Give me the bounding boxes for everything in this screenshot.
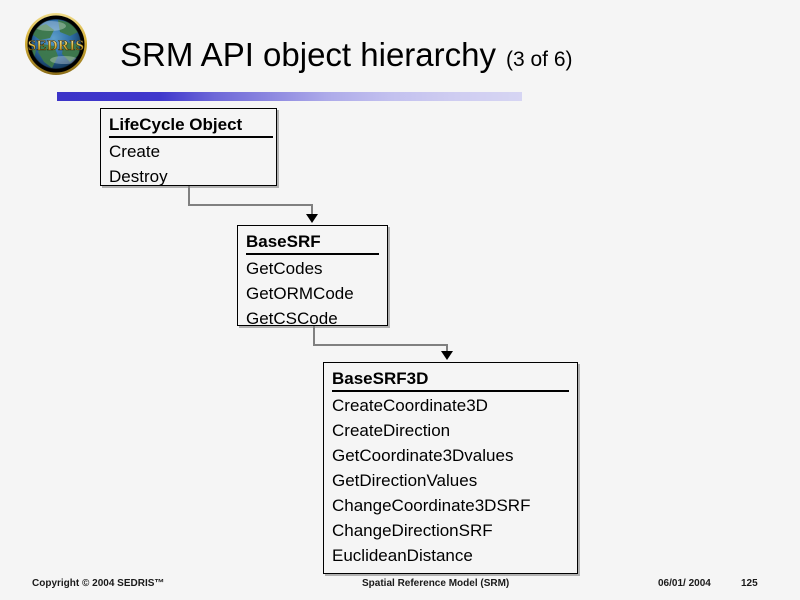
class-member: CreateDirection [332,421,451,440]
class-member: ChangeDirectionSRF [332,521,493,540]
title-gradient-rule [57,92,522,101]
page-title-main: SRM API object hierarchy [120,36,496,73]
arrowhead-icon [441,351,453,360]
class-member: GetCodes [246,259,323,278]
class-box-basesrf3d: BaseSRF3D CreateCoordinate3D CreateDirec… [323,362,578,574]
sedris-logo-icon: SEDRIS [20,10,92,78]
class-title-wrap: BaseSRF3D [324,363,577,392]
page-title: SRM API object hierarchy (3 of 6) [120,36,760,84]
footer-date: 06/01/ 2004 [658,578,711,589]
class-title-wrap: LifeCycle Object [101,109,276,138]
connector-basesrf-to-basesrf3d-segment [313,344,448,346]
class-name-lifecycle-object: LifeCycle Object [109,114,273,138]
footer-page-number: 125 [741,578,758,589]
connector-basesrf-to-basesrf3d-segment [446,344,448,352]
class-box-lifecycle-object: LifeCycle Object Create Destroy [100,108,277,186]
class-member: GetORMCode [246,284,354,303]
class-name-basesrf3d: BaseSRF3D [332,368,569,392]
connector-lifecycle-to-basesrf-segment [188,204,313,206]
class-members-basesrf3d: CreateCoordinate3D CreateDirection GetCo… [324,392,577,574]
arrowhead-icon [306,214,318,223]
connector-lifecycle-to-basesrf-segment [188,186,190,206]
class-member: GetCoordinate3Dvalues [332,446,514,465]
connector-basesrf-to-basesrf3d-segment [313,326,315,346]
class-member: Destroy [109,167,168,186]
class-member: GetDirectionValues [332,471,478,490]
page-title-suffix: (3 of 6) [506,48,573,71]
class-member: ChangeCoordinate3DSRF [332,496,531,515]
class-member: CreateCoordinate3D [332,396,488,415]
footer-document-title: Spatial Reference Model (SRM) [362,578,510,589]
class-member: GetCSCode [246,309,338,328]
footer-copyright: Copyright © 2004 SEDRIS™ [32,578,165,589]
class-title-wrap: BaseSRF [238,226,387,255]
class-member: Create [109,142,161,161]
connector-lifecycle-to-basesrf-segment [311,204,313,215]
sedris-wordmark: SEDRIS [28,38,85,54]
class-member: EuclideanDistance [332,546,473,565]
class-box-basesrf: BaseSRF GetCodes GetORMCode GetCSCode [237,225,388,328]
class-members-lifecycle-object: Create Destroy [101,138,276,195]
class-members-basesrf: GetCodes GetORMCode GetCSCode [238,255,387,337]
class-name-basesrf: BaseSRF [246,231,379,255]
